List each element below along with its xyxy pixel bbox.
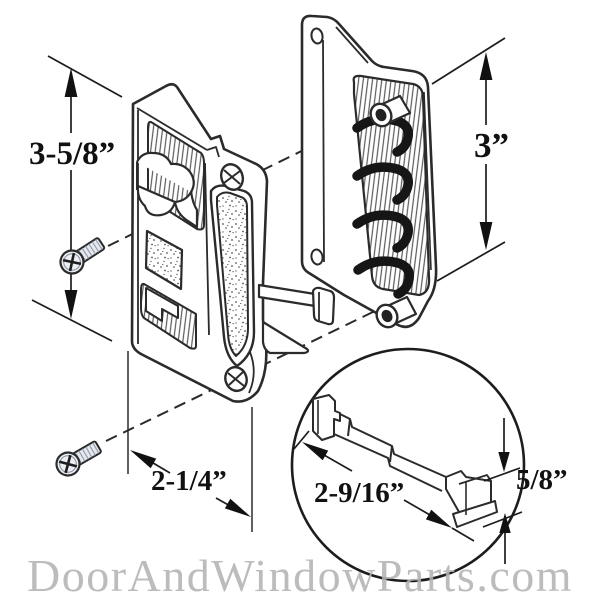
dimension-latch-width — [127, 351, 253, 532]
latch-diamond-pad — [144, 229, 184, 291]
dimension-latch-height — [31, 55, 123, 342]
screw-hole-bottom — [224, 365, 248, 393]
plate-hole-top — [310, 27, 324, 45]
mounting-screw-top — [59, 237, 106, 275]
arrowhead-right — [425, 509, 452, 528]
arrowhead-left — [130, 450, 157, 469]
arrowhead-up — [479, 52, 493, 80]
latch-pin-bottom — [375, 295, 418, 329]
latch-width-label: 2-1/4” — [151, 465, 227, 497]
dimension-keeper-height — [482, 418, 523, 564]
mounting-screw-bottom — [55, 440, 102, 477]
extension-line — [31, 299, 113, 342]
dimension-keeper-length — [293, 430, 475, 542]
dimension-handle-height — [431, 37, 506, 282]
arrowhead-right — [224, 498, 251, 517]
inset-circle — [290, 347, 526, 583]
interior-latch-drawing — [130, 82, 336, 403]
grip-pad — [216, 191, 249, 357]
arrowhead-up — [64, 68, 78, 97]
arrowhead-up — [499, 513, 511, 533]
latch-hook — [257, 283, 336, 355]
latch-height-label: 3-5/8” — [29, 136, 115, 172]
latch-lever — [136, 151, 199, 229]
plate-hole-bottom — [310, 248, 324, 266]
extension-line — [47, 55, 123, 98]
arrowhead-down — [479, 222, 493, 250]
extension-line — [431, 37, 506, 85]
plate-fold-line — [322, 39, 325, 263]
handle-height-label: 3” — [474, 126, 509, 165]
exterior-handle-drawing — [300, 14, 438, 329]
watermark-text: DoorAndWindowParts.com — [27, 550, 573, 600]
keeper-bar-drawing — [312, 394, 498, 528]
phillips-cross-icon — [58, 454, 78, 474]
arrowhead-left — [302, 442, 329, 461]
centerline-bottom — [105, 310, 376, 442]
arrowhead-down — [64, 290, 78, 319]
latch-step — [145, 287, 179, 322]
keeper-detail-inset — [290, 347, 526, 583]
keeper-length-label: 2-9/16” — [314, 477, 404, 509]
screw-hole-top — [219, 163, 245, 191]
arrowhead-down — [498, 452, 510, 472]
phillips-cross-icon — [62, 252, 82, 272]
keeper-height-label: 5/8” — [516, 464, 568, 496]
latch-pin-top — [369, 94, 412, 128]
extension-line — [436, 241, 506, 282]
